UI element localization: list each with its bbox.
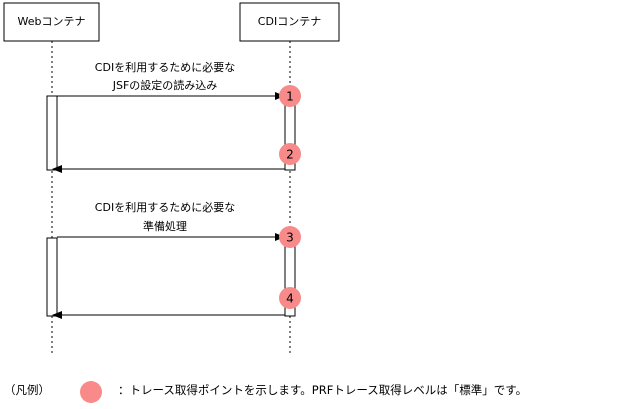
legend-point-icon	[80, 381, 102, 403]
trace-point-2-label: 2	[286, 148, 294, 162]
trace-point-4-label: 4	[286, 292, 294, 306]
trace-point-4: 4	[279, 287, 301, 309]
participant-web-label: Webコンテナ	[18, 15, 86, 28]
activation-web-1	[46, 95, 58, 171]
participant-cdi-label: CDIコンテナ	[258, 15, 321, 28]
legend-description: ：トレース取得ポイントを示します。PRFトレース取得レベルは「標準」です。	[118, 383, 527, 397]
message-2: CDIを利用するために必要な 準備処理	[57, 201, 285, 241]
participant-web-container: Webコンテナ	[3, 2, 100, 42]
participant-cdi-container: CDIコンテナ	[239, 2, 340, 42]
trace-point-1: 1	[279, 85, 301, 107]
legend-label: （凡例）	[4, 383, 50, 397]
legend: （凡例） ：トレース取得ポイントを示します。PRFトレース取得レベルは「標準」で…	[4, 381, 527, 403]
message-2-line1: CDIを利用するために必要な	[95, 201, 235, 214]
message-1: CDIを利用するために必要な JSFの設定の読み込み	[57, 61, 285, 100]
message-2-line2: 準備処理	[143, 219, 187, 233]
trace-point-3: 3	[279, 226, 301, 248]
message-1-line2: JSFの設定の読み込み	[112, 78, 218, 92]
trace-point-2: 2	[279, 143, 301, 165]
activation-web-2	[46, 237, 58, 317]
message-1-line1: CDIを利用するために必要な	[95, 61, 235, 74]
trace-point-1-label: 1	[286, 90, 294, 104]
trace-point-3-label: 3	[286, 231, 294, 245]
